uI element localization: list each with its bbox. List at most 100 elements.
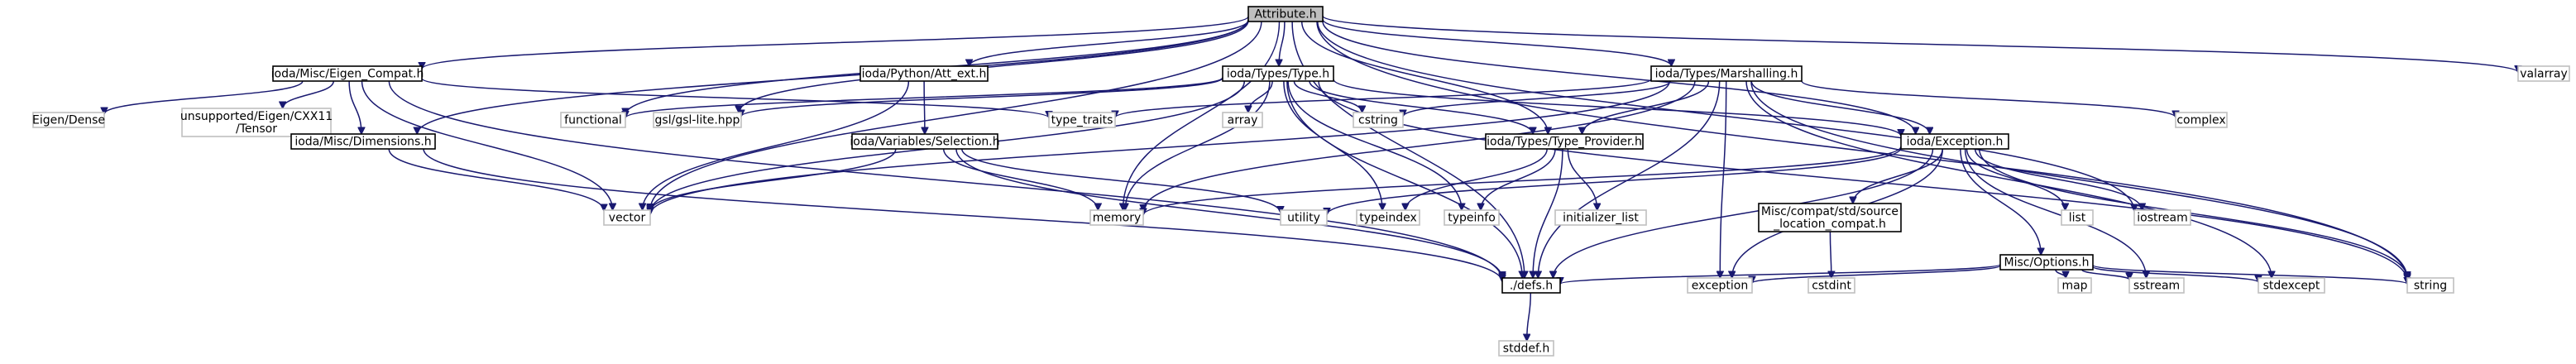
node-label-array: array [1228, 114, 1258, 127]
node-label-type_traits: type_traits [1051, 114, 1113, 127]
edge-options-to-exception [1752, 265, 2001, 284]
node-type_provider[interactable]: ioda/Types/Type_Provider.h [1485, 133, 1644, 150]
node-box-string [2406, 277, 2454, 294]
node-box-options [1999, 254, 2094, 271]
edge-marshalling-to-defs [1538, 80, 1721, 278]
node-label-stdexcept: stdexcept [2263, 280, 2320, 293]
node-list: list [2061, 209, 2094, 226]
node-box-stdexcept [2258, 277, 2325, 294]
edge-dimensions-to-defs [423, 148, 1502, 282]
node-box-functional [560, 112, 626, 128]
node-box-list [2061, 209, 2094, 226]
edge-marshalling-to-exception_h [1750, 80, 1929, 134]
node-label-selection: ioda/Variables/Selection.h [850, 136, 999, 149]
edge-type_h-to-exception_h [1333, 79, 1901, 136]
edge-marshalling-to-vector [650, 80, 1671, 214]
node-cstring: cstring [1353, 112, 1404, 128]
edge-options-to-sstream [2081, 269, 2129, 280]
node-exception: exception [1687, 277, 1753, 294]
node-stdexcept: stdexcept [2258, 277, 2325, 294]
edge-attribute-to-att_ext [970, 20, 1249, 66]
node-label-stddef: stddef.h [1503, 342, 1549, 356]
edge-options-to-stdexcept [2092, 266, 2258, 283]
node-box-utility [1280, 209, 1328, 226]
node-source_location[interactable]: Misc/compat/std/source_location_compat.h [1758, 203, 1902, 232]
node-label-initializer_list: initializer_list [1563, 212, 1639, 225]
node-functional: functional [560, 112, 626, 128]
node-label-cstring: cstring [1358, 114, 1398, 127]
node-label-eigen_tensor-line-2: /Tensor [236, 122, 277, 136]
edge-attribute-to-exception_h [1322, 21, 1916, 134]
node-defs[interactable]: ./defs.h [1501, 277, 1561, 294]
node-box-array [1222, 112, 1263, 128]
node-label-defs: ./defs.h [1510, 280, 1553, 293]
edge-eigen_compat-to-dimensions [348, 80, 362, 134]
node-label-valarray: valarray [2520, 68, 2567, 81]
node-label-typeindex: typeindex [1359, 212, 1417, 225]
node-eigen_dense: Eigen/Dense [32, 112, 105, 128]
node-box-cstdint [1808, 277, 1855, 294]
node-utility: utility [1280, 209, 1328, 226]
node-box-typeinfo [1444, 209, 1500, 226]
node-string: string [2406, 277, 2454, 294]
edge-eigen_compat-to-eigen_tensor [283, 80, 334, 108]
node-label-typeinfo: typeinfo [1448, 212, 1496, 225]
node-box-eigen_dense [32, 112, 105, 128]
node-marshalling[interactable]: ioda/Types/Marshalling.h [1650, 65, 1803, 82]
edge-exception_h-to-options [1960, 148, 2041, 255]
node-box-sstream [2128, 277, 2185, 294]
node-label-eigen_tensor-line-1: unsupported/Eigen/CXX11 [180, 110, 333, 123]
node-box-dimensions [290, 133, 436, 150]
edge-marshalling-to-type_traits [1115, 78, 1652, 118]
edge-exception_h-to-source_location [1853, 148, 1943, 204]
edge-attribute-to-string [1316, 21, 2407, 280]
node-label-options: Misc/Options.h [2004, 256, 2089, 270]
node-initializer_list: initializer_list [1554, 209, 1647, 226]
node-label-eigen_compat: ioda/Misc/Eigen_Compat.h [271, 68, 424, 81]
edge-exception_h-to-string [1978, 148, 2407, 279]
node-exception_h[interactable]: ioda/Exception.h [1900, 133, 2009, 150]
node-array: array [1222, 112, 1263, 128]
edge-type_h-to-typeinfo [1287, 80, 1462, 210]
edge-type_provider-to-initializer_list [1567, 148, 1597, 210]
node-box-exception_h [1900, 133, 2009, 150]
node-selection[interactable]: ioda/Variables/Selection.h [850, 133, 1000, 150]
edge-attribute-to-dimensions [417, 19, 1249, 134]
node-label-exception_h: ioda/Exception.h [1907, 136, 2004, 149]
node-box-type_h [1222, 65, 1334, 82]
node-box-eigen_compat [272, 65, 423, 82]
node-options[interactable]: Misc/Options.h [1999, 254, 2094, 271]
edge-exception_h-to-sstream [1964, 148, 2147, 278]
node-attribute[interactable]: Attribute.h [1247, 6, 1324, 22]
edge-type_h-to-type_provider [1309, 80, 1533, 134]
edge-type_h-to-gsl [741, 77, 1223, 117]
node-type_traits: type_traits [1048, 112, 1116, 128]
node-box-type_provider [1485, 133, 1644, 150]
edge-eigen_compat-to-defs [388, 80, 1502, 280]
node-label-type_provider: ioda/Types/Type_Provider.h [1487, 136, 1642, 149]
edge-attribute-to-defs [1291, 21, 1525, 278]
edge-dimensions-to-vector [388, 148, 604, 211]
edge-attribute-to-vector [650, 21, 1262, 210]
node-label-exception: exception [1692, 280, 1748, 293]
node-box-exception [1687, 277, 1753, 294]
edge-marshalling-to-memory [1143, 80, 1696, 211]
node-label-dimensions: ioda/Misc/Dimensions.h [294, 136, 431, 149]
edge-exception_h-to-list [1966, 148, 2066, 210]
edge-type_provider-to-defs [1533, 148, 1563, 278]
edge-att_ext-to-selection [924, 80, 925, 134]
node-eigen_compat[interactable]: ioda/Misc/Eigen_Compat.h [271, 65, 424, 82]
edge-selection-to-memory [942, 148, 1099, 210]
node-map: map [2057, 277, 2092, 294]
node-type_h[interactable]: ioda/Types/Type.h [1222, 65, 1334, 82]
node-box-att_ext [859, 65, 989, 82]
node-box-type_traits [1048, 112, 1116, 128]
edge-marshalling-to-exception [1720, 80, 1727, 278]
node-label-source_location-line-2: _location_compat.h [1773, 218, 1886, 231]
node-typeinfo: typeinfo [1444, 209, 1500, 226]
node-label-string: string [2414, 280, 2447, 293]
node-label-att_ext: ioda/Python/Att_ext.h [862, 68, 987, 81]
node-att_ext[interactable]: ioda/Python/Att_ext.h [859, 65, 989, 82]
node-dimensions[interactable]: ioda/Misc/Dimensions.h [290, 133, 436, 150]
